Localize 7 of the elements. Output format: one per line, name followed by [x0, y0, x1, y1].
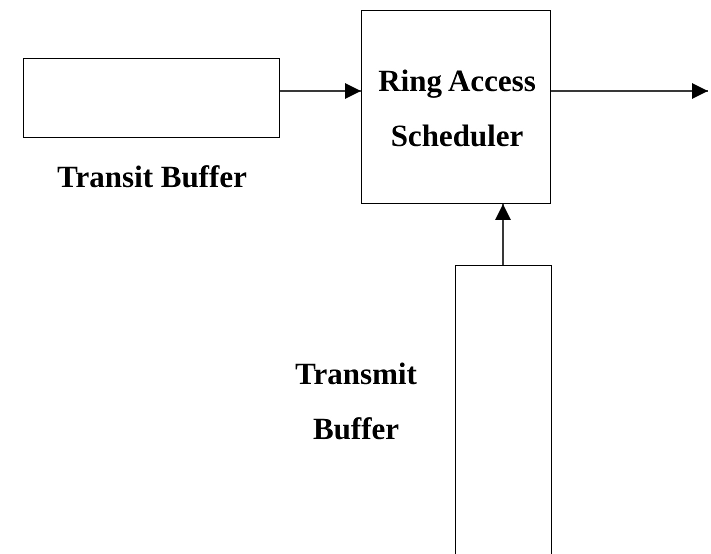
- arrow: [495, 204, 511, 265]
- arrow: [280, 83, 361, 99]
- scheduler-label: Ring Access Scheduler: [377, 62, 537, 155]
- scheduler-box: [361, 10, 551, 204]
- arrow: [551, 83, 708, 99]
- buffer-label: Transmit Buffer: [294, 355, 418, 448]
- buffer-label: Transit Buffer: [56, 158, 248, 196]
